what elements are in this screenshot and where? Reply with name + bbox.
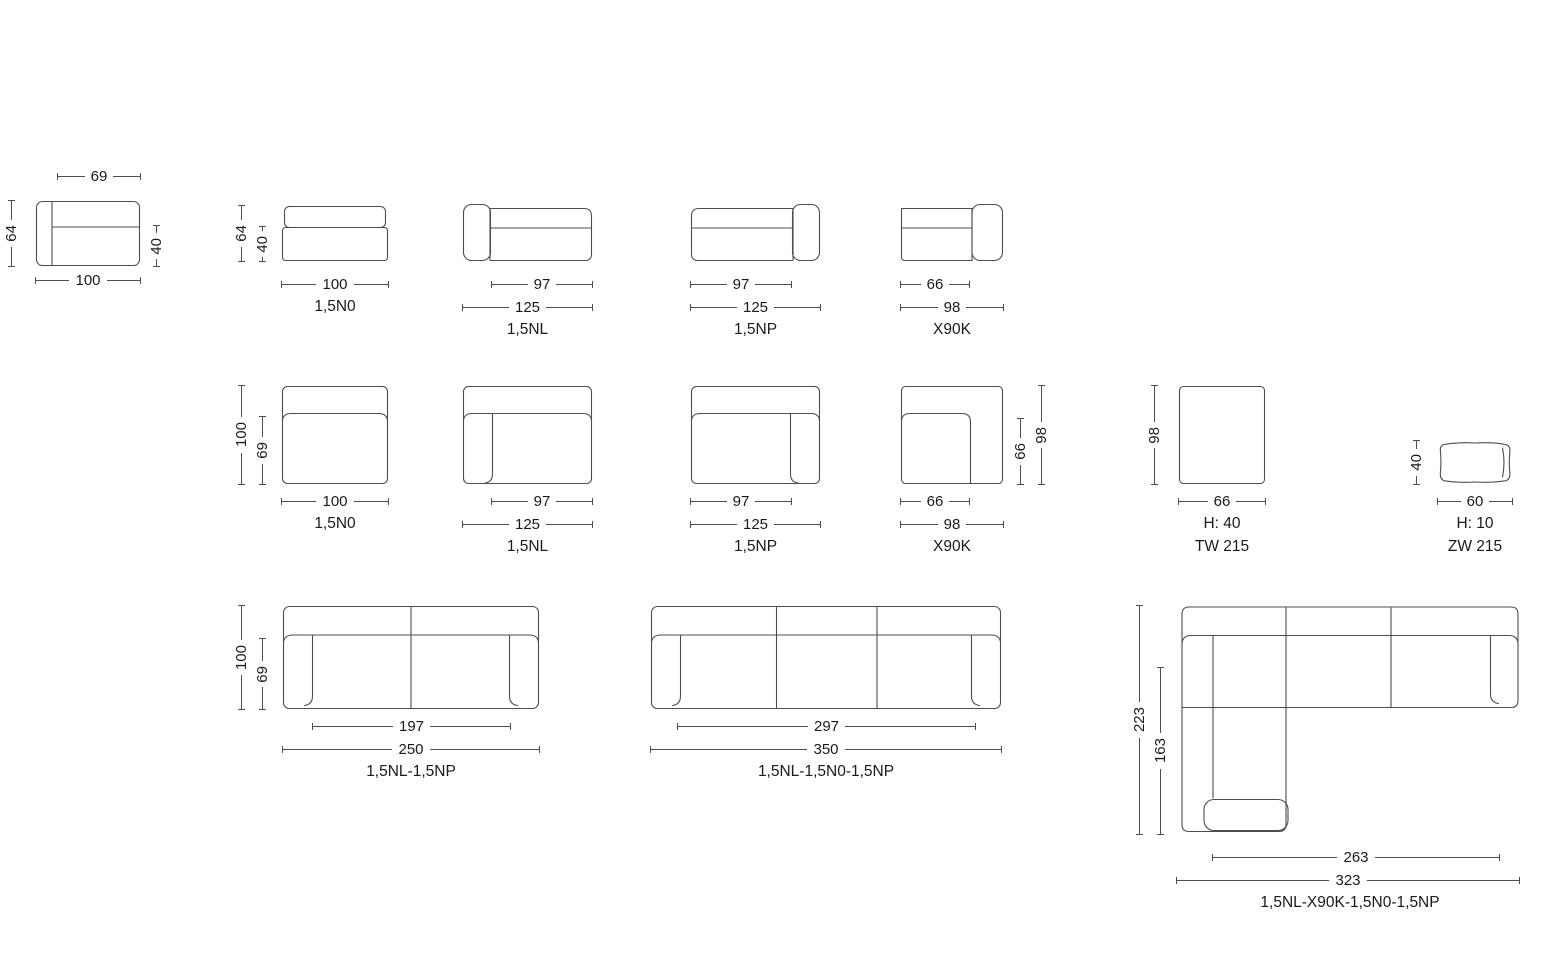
label-pillow-height: H: 10 bbox=[1456, 515, 1494, 532]
dim-side-height: 64 bbox=[3, 200, 20, 268]
dim-top-x90k-seat-width: 66 bbox=[900, 493, 970, 509]
dim-pouf-width: 66 bbox=[1178, 493, 1266, 509]
top-x90k-drawing bbox=[900, 385, 1004, 485]
dim-top-n0-width: 100 bbox=[281, 493, 390, 509]
label-combo2: 1,5NL-1,5NP bbox=[366, 763, 456, 780]
pouf-tw215-drawing bbox=[1178, 385, 1266, 485]
dim-pouf-depth: 98 bbox=[1146, 385, 1163, 485]
label-front-np: 1,5NP bbox=[733, 321, 778, 338]
dim-side-seat-height: 40 bbox=[148, 225, 165, 267]
dim-corner-inner-depth: 163 bbox=[1152, 667, 1169, 836]
label-front-x90k: X90K bbox=[933, 321, 971, 338]
top-1-5n0-drawing bbox=[281, 385, 389, 485]
side-view-drawing bbox=[35, 200, 141, 267]
dim-combo3-width: 350 bbox=[650, 741, 1003, 757]
dim-combo2-depth: 100 bbox=[233, 605, 250, 710]
label-front-nl: 1,5NL bbox=[506, 321, 549, 338]
combo3-drawing bbox=[650, 605, 1002, 710]
dim-combo2-seat-width: 197 bbox=[312, 718, 511, 734]
dim-combo3-seat-width: 297 bbox=[677, 718, 976, 734]
dim-top-n0-seat-depth: 69 bbox=[254, 416, 271, 486]
label-pouf-height: H: 40 bbox=[1203, 515, 1241, 532]
dim-pillow-width: 60 bbox=[1437, 493, 1513, 509]
label-top-x90k: X90K bbox=[933, 538, 971, 555]
top-1-5nl-drawing bbox=[462, 385, 593, 485]
dim-side-seat-depth: 69 bbox=[57, 168, 141, 184]
dim-combo2-width: 250 bbox=[282, 741, 541, 757]
dim-top-np-width: 125 bbox=[690, 516, 821, 532]
dim-front-x90k-width: 98 bbox=[900, 299, 1004, 315]
dim-front-np-width: 125 bbox=[690, 299, 821, 315]
dim-top-x90k-depth: 98 bbox=[1033, 385, 1050, 485]
dim-front-x90k-seat-width: 66 bbox=[900, 276, 970, 292]
dim-corner-inner-width: 263 bbox=[1212, 849, 1501, 865]
dim-pillow-depth: 40 bbox=[1408, 440, 1425, 486]
front-x90k-drawing bbox=[900, 203, 1004, 262]
dim-front-n0-width: 100 bbox=[281, 276, 390, 292]
combo2-drawing bbox=[282, 605, 540, 710]
dim-side-depth: 100 bbox=[35, 272, 142, 288]
dim-top-nl-seat-width: 97 bbox=[491, 493, 593, 509]
dim-top-n0-depth: 100 bbox=[233, 385, 250, 486]
dim-combo2-seat-depth: 69 bbox=[254, 638, 271, 710]
label-corner: 1,5NL-X90K-1,5N0-1,5NP bbox=[1260, 894, 1440, 911]
dim-corner-width: 323 bbox=[1176, 872, 1521, 888]
label-combo3: 1,5NL-1,5N0-1,5NP bbox=[757, 763, 895, 780]
front-1-5nl-drawing bbox=[462, 203, 593, 262]
dim-front-nl-seat-width: 97 bbox=[491, 276, 593, 292]
label-top-n0: 1,5N0 bbox=[314, 515, 356, 532]
label-front-n0: 1,5N0 bbox=[314, 298, 356, 315]
dim-front-n0-height: 64 bbox=[233, 205, 250, 263]
dim-front-nl-width: 125 bbox=[462, 299, 593, 315]
dim-top-x90k-width: 98 bbox=[900, 516, 1004, 532]
front-1-5n0-drawing bbox=[281, 205, 389, 262]
label-pouf: TW 215 bbox=[1194, 538, 1250, 555]
dim-top-nl-width: 125 bbox=[462, 516, 593, 532]
label-top-np: 1,5NP bbox=[733, 538, 778, 555]
dim-top-x90k-seat-depth: 66 bbox=[1012, 418, 1029, 486]
dim-corner-depth: 223 bbox=[1131, 605, 1148, 836]
dim-front-n0-seat-height: 40 bbox=[254, 226, 271, 262]
dim-top-np-seat-width: 97 bbox=[690, 493, 792, 509]
top-1-5np-drawing bbox=[690, 385, 821, 485]
label-top-nl: 1,5NL bbox=[506, 538, 549, 555]
front-1-5np-drawing bbox=[690, 203, 821, 262]
dim-front-np-seat-width: 97 bbox=[690, 276, 792, 292]
label-pillow: ZW 215 bbox=[1447, 538, 1503, 555]
corner-combo-drawing bbox=[1181, 606, 1519, 833]
pillow-zw215-drawing bbox=[1439, 442, 1511, 483]
